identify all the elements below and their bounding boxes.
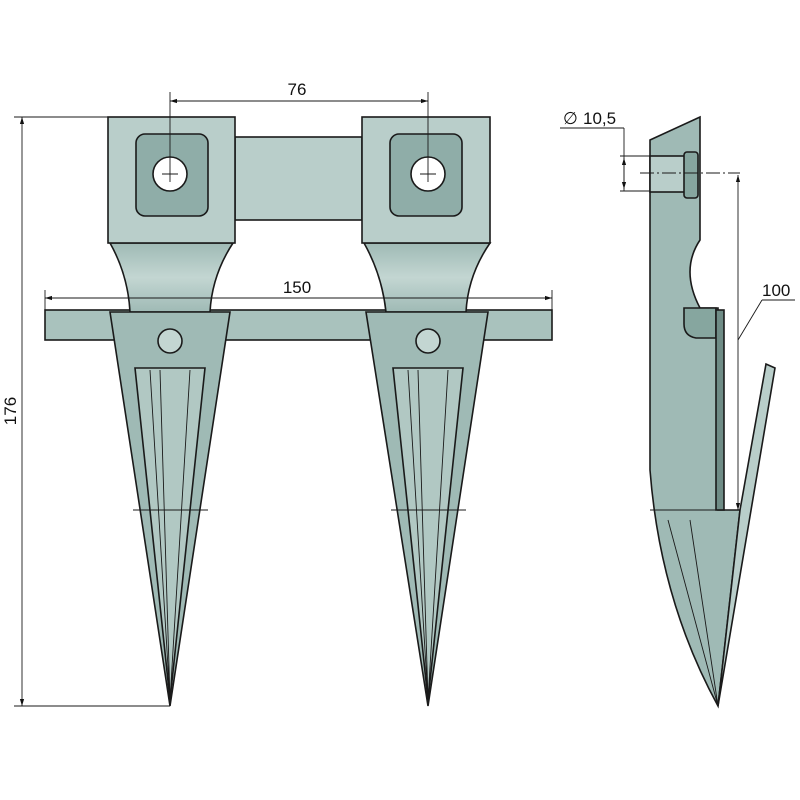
side-view: [649, 115, 776, 709]
dimension-bar-length: 150: [44, 278, 553, 310]
hole-diameter-label: 10,5: [583, 109, 616, 128]
bridge-plate: [234, 136, 363, 221]
bar-length-label: 150: [283, 278, 311, 297]
rivet-right: [415, 328, 441, 354]
dimension-hole-diameter: ∅ 10,5: [560, 109, 740, 192]
rivet-left: [157, 328, 183, 354]
side-height-label: 100: [762, 281, 790, 300]
dimension-hole-spacing: 76: [169, 80, 429, 166]
hole-spacing-label: 76: [288, 80, 307, 99]
left-guard: [107, 116, 236, 707]
dimension-total-height: 176: [1, 116, 170, 707]
diameter-symbol: ∅: [563, 109, 578, 128]
dimension-side-height: 100: [735, 175, 795, 510]
total-height-label: 176: [1, 397, 20, 425]
right-guard: [361, 116, 492, 707]
